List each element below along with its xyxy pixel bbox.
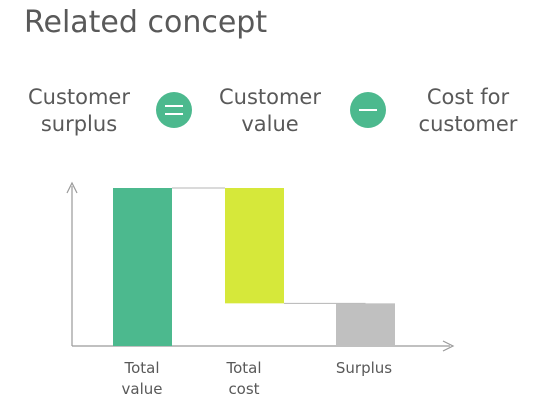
x-tick-label-surplus: Surplus [329,358,399,379]
minus-sign-icon [350,92,386,128]
x-tick-label-surplus-line1: Surplus [335,359,393,377]
x-axis-arrow [442,340,455,352]
term-customer-value-line2: value [241,112,299,136]
x-tick-label-total-cost-line1: Total [226,359,262,377]
term-customer-value-line1: Customer [218,85,321,109]
y-axis-arrow [66,181,78,194]
term-customer-value: Customer value [214,84,326,138]
term-cost-for-customer-line2: customer [418,112,518,136]
term-cost-for-customer: Cost for customer [412,84,524,138]
bar-total-cost [225,188,284,304]
x-tick-label-total-cost-line2: cost [228,380,260,398]
x-tick-label-total-value: Total value [107,358,177,400]
bar-total-value [113,188,172,346]
term-cost-for-customer-line1: Cost for [426,85,510,109]
term-customer-surplus-line2: surplus [40,112,118,136]
x-tick-label-total-value-line2: value [121,380,163,398]
slide-title: Related concept [24,5,268,40]
x-tick-label-total-value-line1: Total [124,359,160,377]
term-customer-surplus: Customer surplus [24,84,134,138]
equals-sign-icon [156,92,192,128]
term-customer-surplus-line1: Customer [27,85,130,109]
x-tick-label-total-cost: Total cost [209,358,279,400]
bars-group [113,187,395,346]
bar-surplus [336,303,395,346]
